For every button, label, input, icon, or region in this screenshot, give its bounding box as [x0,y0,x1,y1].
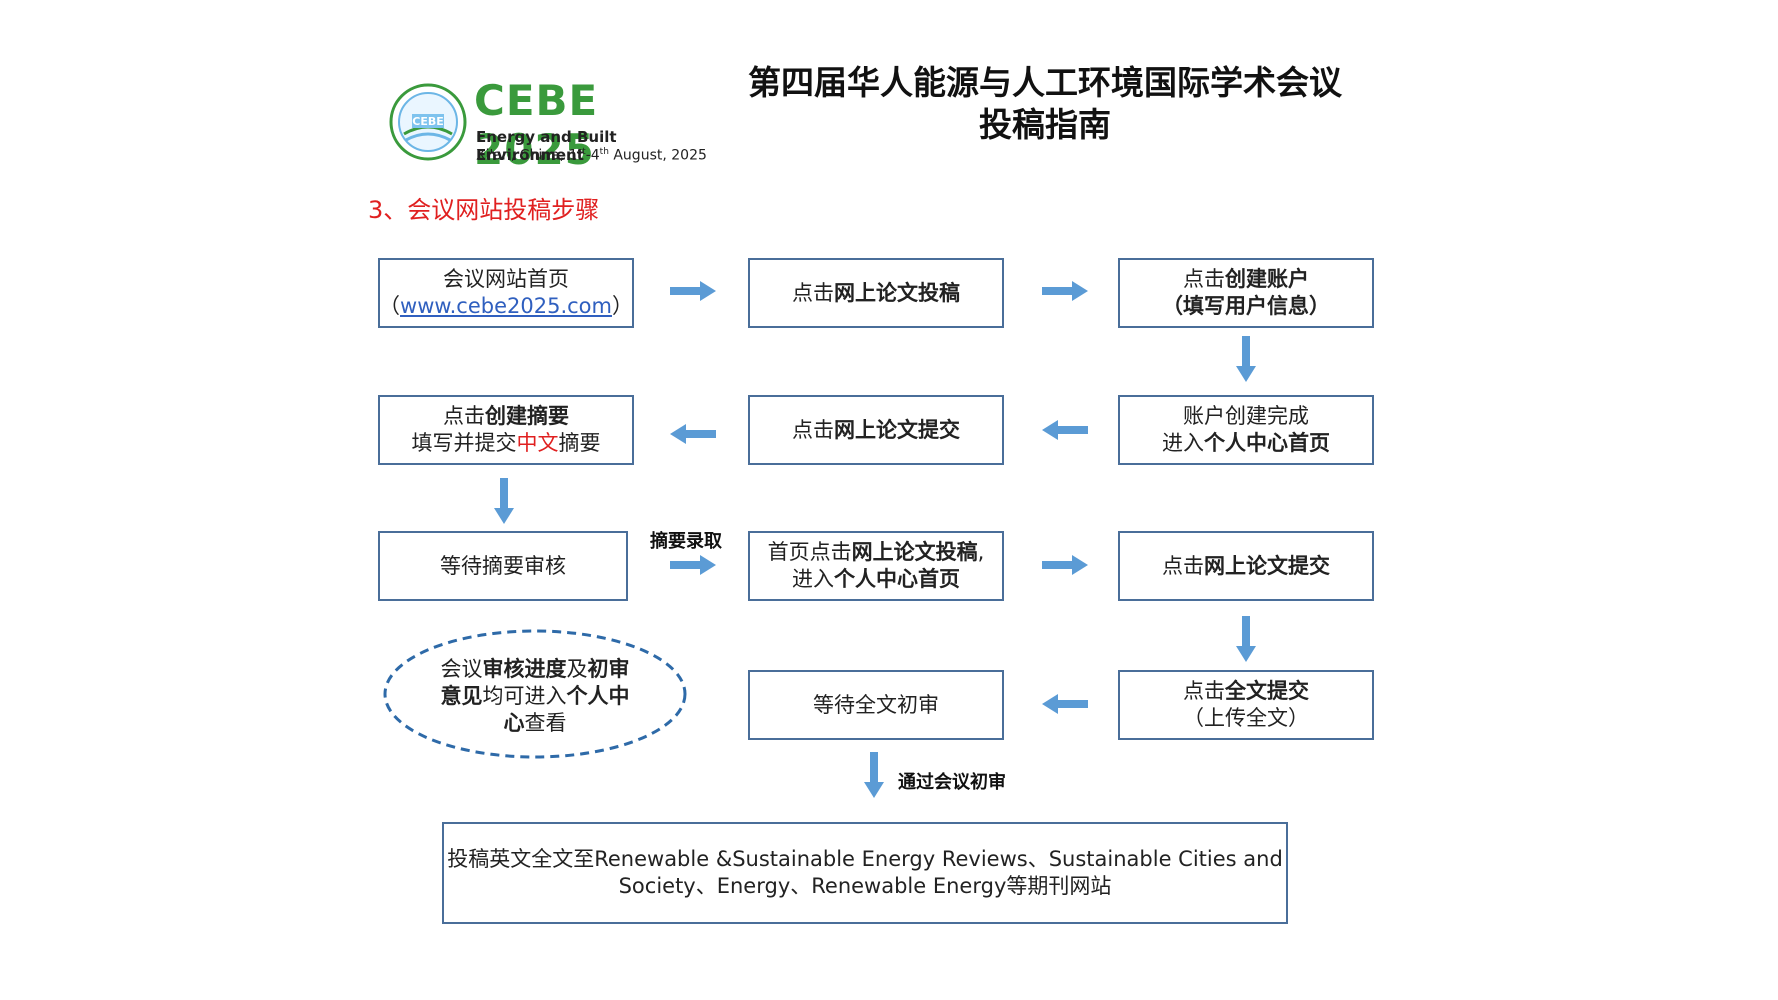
logo-subtitle: Energy and Built Environment [476,128,617,164]
arrow-down-3 [1236,616,1256,662]
node-homepage: 会议网站首页 （www.cebe2025.com） [378,258,634,328]
note-ellipse [383,629,687,759]
node-wait-full-text: 等待全文初审 [813,692,939,717]
node-wait-abstract: 等待摘要审核 [378,531,628,601]
node-online-submit-2: 点击网上论文提交 [748,395,1004,465]
node-full-submit: 点击全文提交 （上传全文） [1118,670,1374,740]
node-online-submit: 点击网上论文投稿 [748,258,1004,328]
website-link[interactable]: www.cebe2025.com [400,294,612,318]
node-homepage-line1: 会议网站首页 [443,267,569,291]
page-title: 第四届华人能源与人工环境国际学术会议 投稿指南 [725,62,1365,146]
node-journals-line1: 投稿英文全文至Renewable &Sustainable Energy Rev… [447,847,1283,871]
node-home-click: 首页点击网上论文投稿, 进入个人中心首页 [748,531,1004,601]
node-account-done-line1: 账户创建完成 [1183,404,1309,428]
arrow-down-4 [864,752,884,798]
arrow-left-1 [1042,420,1088,440]
node-online-submit-2-text: 点击网上论文提交 [792,417,960,442]
cebe-logo-emblem: CEBE [389,83,467,161]
edge-label-abstract-accepted: 摘要录取 [650,531,722,552]
node-journals-line2: Society、Energy、Renewable Energy等期刊网站 [618,874,1112,898]
arrow-right-1 [670,281,716,301]
node-account-done-line2: 进入个人中心首页 [1162,431,1330,455]
node-account-done: 账户创建完成 进入个人中心首页 [1118,395,1374,465]
note-text: 会议审核进度及初审意见均可进入个人中心查看 [440,657,630,735]
cebe-logo: CEBE CEBE 2025 Energy and Built Environm… [388,76,708,174]
logo-location-date: Xi'an, China, 1st-4th August, 2025 [476,147,707,164]
node-home-click-line1: 首页点击网上论文投稿, [767,540,985,564]
node-journals: 投稿英文全文至Renewable &Sustainable Energy Rev… [442,822,1288,924]
node-create-abstract-line2: 填写并提交中文摘要 [411,431,601,455]
arrow-right-4 [1042,555,1088,575]
node-create-account-line2: （填写用户信息） [1162,294,1330,318]
edge-label-pass-review: 通过会议初审 [898,772,1006,793]
node-wait-full: 等待全文初审 [748,670,1004,740]
arrow-left-3 [1042,694,1088,714]
cebe-logo-badge-text: CEBE [412,115,444,128]
page-title-line1: 第四届华人能源与人工环境国际学术会议 [748,63,1342,102]
node-full-submit-line2: （上传全文） [1183,706,1309,730]
node-create-account: 点击创建账户 （填写用户信息） [1118,258,1374,328]
node-online-submit-3: 点击网上论文提交 [1118,531,1374,601]
page-title-line2: 投稿指南 [979,105,1111,144]
node-online-submit-3-text: 点击网上论文提交 [1162,553,1330,578]
node-create-abstract-line1: 点击创建摘要 [443,404,569,428]
arrow-right-2 [1042,281,1088,301]
node-create-abstract: 点击创建摘要 填写并提交中文摘要 [378,395,634,465]
section-title: 3、会议网站投稿步骤 [368,196,600,224]
arrow-down-1 [1236,336,1256,382]
node-full-submit-line1: 点击全文提交 [1183,679,1309,703]
node-homepage-line2: （www.cebe2025.com） [379,294,633,318]
node-create-account-line1: 点击创建账户 [1183,267,1309,291]
arrow-down-2 [494,478,514,524]
node-home-click-line2: 进入个人中心首页 [792,567,960,591]
node-online-submit-text: 点击网上论文投稿 [792,280,960,305]
logo-title: CEBE 2025 [474,76,599,174]
node-wait-abstract-text: 等待摘要审核 [440,553,566,578]
arrow-left-2 [670,424,716,444]
arrow-right-3 [670,555,716,575]
